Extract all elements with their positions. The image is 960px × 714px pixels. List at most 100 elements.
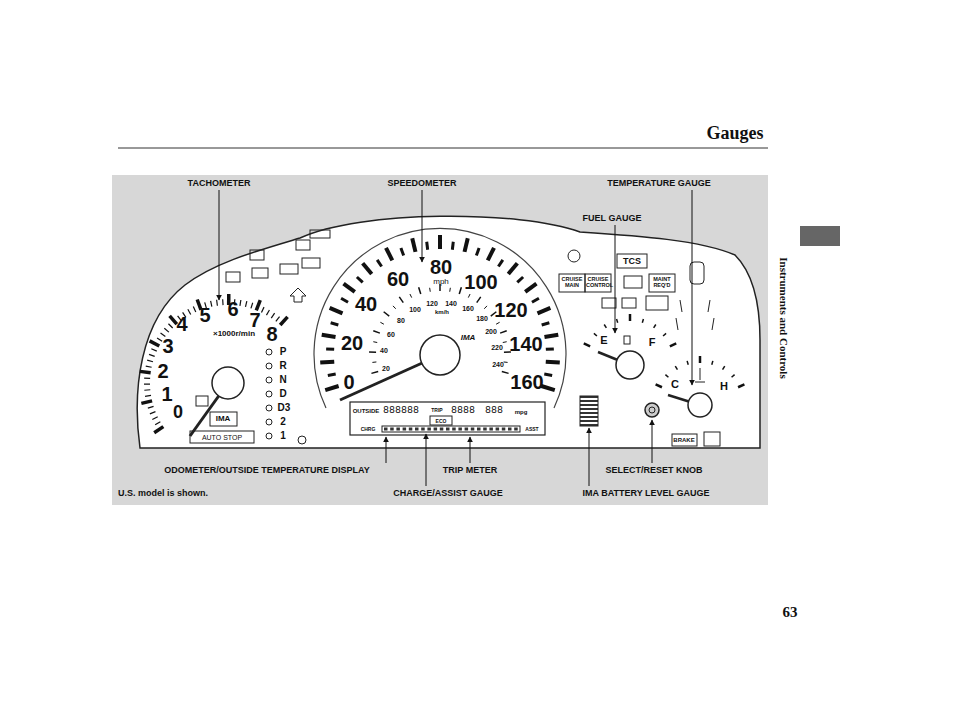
tick (503, 341, 507, 343)
gauge-marking: AUTO STOP (202, 434, 242, 441)
gauge-marking: 8 (266, 324, 277, 344)
tick (642, 319, 643, 323)
bar-segment (514, 428, 518, 431)
page-marker: Instruments and Controls (778, 257, 789, 378)
tick (344, 284, 355, 292)
tick (544, 335, 558, 337)
bar-segment (508, 428, 512, 431)
callout-label: SPEEDOMETER (387, 179, 456, 188)
gauge-marking: mpg (515, 409, 528, 415)
tick (144, 377, 150, 379)
tick (594, 333, 597, 336)
tick (484, 306, 487, 309)
gauge-marking: 80 (430, 257, 452, 277)
bar-segment (440, 428, 444, 431)
gauge-marking: 0 (343, 372, 354, 392)
tick (393, 306, 396, 309)
gauge-marking: CRUISE CONTROL (586, 277, 610, 289)
tick (410, 294, 412, 298)
tick (629, 314, 632, 321)
header-rule (118, 148, 768, 149)
bar-segment (483, 428, 487, 431)
tick (429, 288, 431, 292)
ima-battery-gauge (580, 396, 598, 426)
tick (266, 310, 269, 315)
callout-label: CHARGE/ASSIST GAUGE (393, 489, 503, 498)
tick (502, 372, 509, 374)
gauge-marking: CRUISE MAIN (560, 277, 584, 289)
gauge-marking: 3 (162, 336, 173, 356)
tick (331, 323, 339, 325)
tick (675, 366, 677, 369)
tick (525, 284, 536, 292)
tick (256, 300, 260, 310)
eco-lamp (430, 416, 452, 425)
gauge-marking: F (649, 337, 656, 348)
tick (146, 366, 152, 367)
speed-hub (420, 335, 460, 375)
callout-label: TEMPERATURE GAUGE (607, 179, 710, 188)
tick (723, 366, 725, 369)
gauge-marking: 2 (157, 361, 168, 381)
tick (665, 375, 668, 378)
tick (168, 324, 172, 328)
tick (140, 371, 151, 372)
gauge-marking: TRIP (431, 408, 442, 413)
tick (280, 317, 287, 325)
tick (546, 360, 560, 365)
gauge-marking: TCS (623, 257, 641, 266)
warning-icons (226, 230, 330, 302)
gauge-marking: 0 (173, 403, 183, 421)
gauge-marking: ECO (436, 419, 447, 424)
gauge-marking: 120 (494, 300, 527, 320)
bar-segment (409, 428, 413, 431)
tick (546, 347, 554, 350)
tick (164, 328, 169, 332)
tick (699, 356, 702, 363)
bar-segment (415, 428, 419, 431)
gauge-marking: ASST (525, 427, 538, 432)
tick (154, 427, 163, 433)
tick (663, 333, 666, 336)
tick (341, 298, 348, 302)
tick (188, 309, 191, 314)
tick (656, 384, 662, 387)
tick (542, 323, 550, 325)
callout-label: IMA BATTERY LEVEL GAUGE (583, 489, 710, 498)
gauge-marking: 140 (445, 300, 457, 307)
bar-segment (427, 428, 431, 431)
tick (451, 242, 455, 250)
tick (508, 263, 517, 274)
tick (412, 238, 415, 252)
tick (544, 374, 552, 375)
tick (384, 312, 390, 316)
tick (363, 263, 372, 274)
tick (604, 325, 606, 328)
gauge-marking: 2 (280, 417, 286, 427)
tick (193, 307, 195, 312)
indicator-lamp (196, 396, 208, 406)
page-title: Gauges (706, 124, 763, 142)
tick (712, 361, 713, 365)
tick (251, 303, 253, 309)
tick (477, 297, 481, 303)
select-reset-knob (645, 403, 659, 417)
tick (276, 317, 280, 322)
bar-segment (489, 428, 493, 431)
tick (476, 248, 479, 256)
gauge-marking: R (279, 361, 286, 371)
bar-segment (502, 428, 506, 431)
gauge-marking: 7 (249, 310, 260, 330)
tick (144, 389, 150, 391)
gauge-marking: 100 (409, 306, 421, 313)
tick (517, 277, 523, 282)
tick (155, 422, 160, 425)
gauge-marking: P (280, 347, 287, 357)
tick (617, 319, 618, 323)
temp-icon (695, 368, 705, 382)
knob-center (649, 407, 655, 413)
gauge-marking: 1 (280, 431, 286, 441)
gauge-marking: 20 (382, 365, 390, 372)
gear-dots (266, 349, 306, 444)
